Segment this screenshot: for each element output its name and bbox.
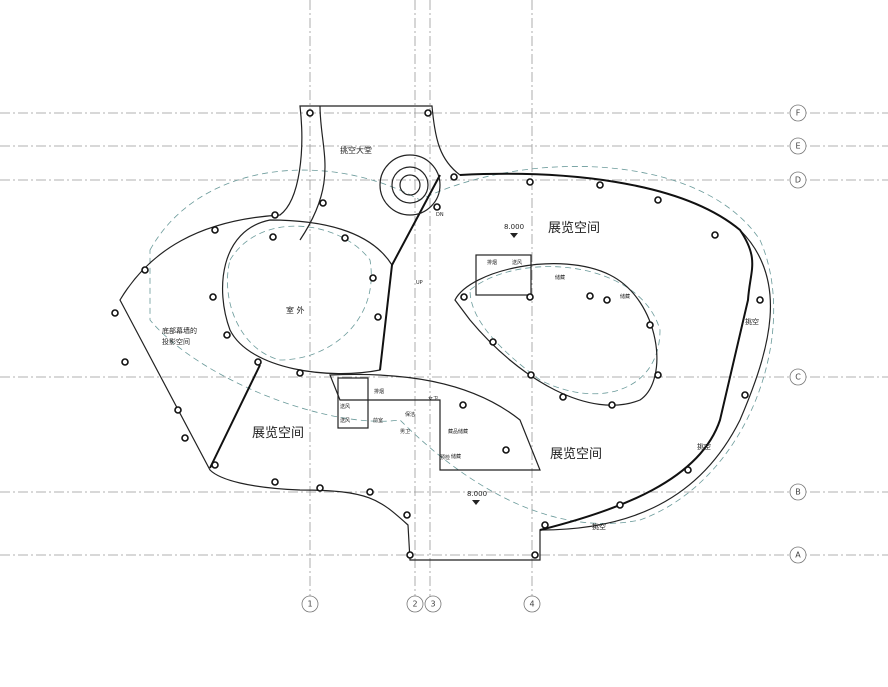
stair-core-right [475, 254, 532, 296]
axis-1: 1 [301, 595, 319, 613]
axis-2: 2 [406, 595, 424, 613]
label-cleaning: 保洁 [405, 411, 415, 418]
label-smoke-exhaust-2: 排烟 [374, 388, 384, 395]
axis-E: E [789, 137, 807, 155]
svg-text:F: F [796, 109, 801, 118]
label-up: UP [416, 280, 423, 286]
elevation-marker-icon [510, 233, 518, 238]
svg-text:C: C [795, 373, 801, 382]
svg-text:4: 4 [529, 600, 534, 609]
label-inspection: 预检 [440, 454, 450, 461]
svg-text:A: A [795, 551, 801, 560]
structural-columns [111, 109, 764, 559]
label-exhibition-top: 展览空间 [548, 220, 600, 236]
svg-text:E: E [795, 142, 800, 151]
label-atrium-lobby: 挑空大堂 [340, 145, 372, 155]
label-front-room: 前室 [373, 417, 383, 424]
label-void-bottom: 挑空 [592, 522, 606, 531]
building-walls [119, 105, 771, 561]
label-curtain-wall-1: 底部幕墙的 [162, 326, 197, 335]
label-storage-1: 储藏 [555, 274, 565, 281]
label-exhibition-bottom: 展览空间 [550, 446, 602, 462]
grid-axis-columns: 1 2 3 4 [301, 595, 541, 613]
svg-text:1: 1 [307, 600, 312, 609]
label-womens-wc: 女卫 [428, 395, 438, 402]
label-curtain-wall-2: 投影空间 [162, 337, 190, 346]
projection-outlines [149, 166, 774, 524]
label-air-supply: 送风 [512, 259, 522, 266]
label-storage-3: 储藏 [451, 453, 461, 460]
stair-core-left [337, 377, 369, 429]
grid-lines [0, 0, 888, 600]
grid-axis-rows: F E D C B A [789, 104, 807, 564]
axis-4: 4 [523, 595, 541, 613]
axis-B: B [789, 483, 807, 501]
elevation-bottom: 8.000 [467, 490, 487, 498]
label-exhibition-left: 展览空间 [252, 425, 304, 441]
svg-text:2: 2 [412, 600, 417, 609]
label-air-supply-3: 送风 [340, 417, 350, 424]
label-air-supply-2: 送风 [340, 403, 350, 410]
svg-text:3: 3 [430, 600, 435, 609]
label-collection-storage: 藏品储藏 [448, 428, 468, 435]
spiral-stair [379, 154, 441, 216]
axis-3: 3 [424, 595, 442, 613]
label-down: DN [436, 212, 444, 218]
svg-text:D: D [795, 176, 801, 185]
label-void-mid: 挑空 [697, 442, 711, 451]
label-outdoor: 室 外 [286, 305, 305, 315]
label-mens-wc: 男卫 [400, 429, 410, 435]
label-void-right: 挑空 [745, 317, 759, 326]
axis-F: F [789, 104, 807, 122]
label-smoke-exhaust: 排烟 [487, 259, 497, 266]
axis-D: D [789, 171, 807, 189]
room-labels: 挑空大堂 展览空间 展览空间 展览空间 室 外 底部幕墙的 投影空间 挑空 挑空… [162, 145, 759, 531]
svg-text:B: B [795, 488, 801, 497]
label-storage-2: 储藏 [620, 293, 630, 300]
elevation-top: 8.000 [504, 223, 524, 231]
axis-C: C [789, 368, 807, 386]
elevation-marker-icon [472, 500, 480, 505]
axis-A: A [789, 546, 807, 564]
